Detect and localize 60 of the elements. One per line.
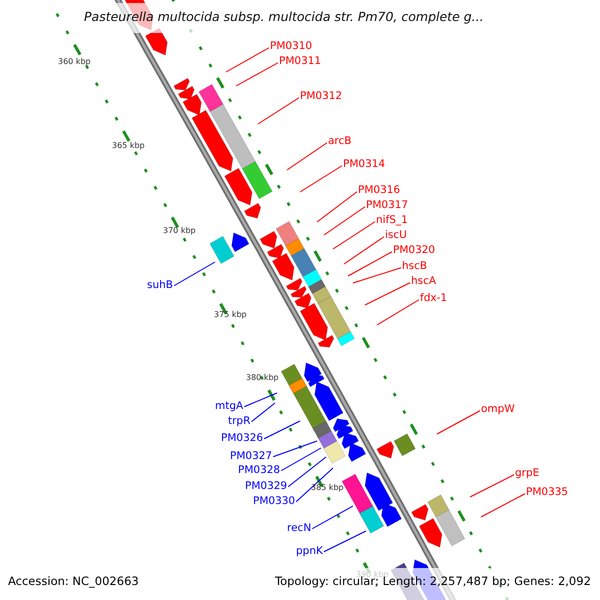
gene-label: suhB [147,280,173,290]
gene-label: PM0330 [253,496,296,506]
leader-line [344,236,384,264]
leader-line [470,474,514,498]
gene-label: hscA [411,276,436,286]
leader-line [300,165,342,192]
scale-label: 385 kbp [311,484,344,492]
leader-line [364,282,410,306]
leader-line [348,251,392,276]
leader-line [258,97,300,124]
leader-line [324,206,366,236]
gene-label: PM0316 [358,184,400,195]
gene-label: grpE [515,468,540,478]
gene-label: recN [287,522,312,533]
gene-label: nifS_1 [376,214,408,225]
scale-label: 365 kbp [112,142,145,150]
leader-line [226,47,270,72]
gene-label: mtgA [215,400,244,411]
gene-label: PM0335 [526,486,568,497]
gene-label: PM0317 [366,200,408,210]
gene-label: PM0311 [279,56,322,66]
gene-label: iscU [385,230,407,240]
gene-label: PM0329 [245,480,288,491]
gene-label: PM0328 [238,464,280,475]
leader-line [296,468,334,502]
leader-line [264,420,300,440]
leader-line [272,440,318,458]
leader-line [323,530,366,552]
gene-label: arcB [328,136,352,146]
gene-label: PM0314 [343,158,386,169]
gene-label: PM0312 [300,90,342,101]
gene-label: ppnK [296,546,323,556]
leader-line [332,221,376,250]
map-title: Pasteurella multocida subsp. multocida str. Pm70, complete g... [84,10,484,23]
scale-label: 370 kbp [163,227,196,235]
leader-line [480,493,526,518]
leader-line [286,142,328,170]
scale-label: 375 kbp [214,311,247,319]
leader-line [244,392,278,408]
gene-label: PM0326 [221,432,264,443]
gene-label: trpR [228,416,250,426]
leader-line [288,456,326,488]
leader-line [312,506,354,530]
gene-label: fdx-1 [420,292,448,303]
gene-label: PM0327 [230,450,272,461]
gene-label: PM0320 [393,244,436,255]
leader-line [280,448,322,472]
scale-label: 360 kbp [58,58,91,66]
leader-line [250,402,276,422]
accession-note: Accession: NC_002663 [8,576,139,588]
gene-label: PM0310 [270,40,312,51]
leader-line [316,191,358,222]
leader-line [436,410,480,434]
leader-line [173,262,216,286]
gene-label: ompW [481,404,515,414]
leader-line [236,62,278,86]
leader-line [376,299,420,326]
leader-line [352,267,402,284]
gene-label: hscB [402,260,428,271]
scale-label: 380 kbp [246,374,279,382]
